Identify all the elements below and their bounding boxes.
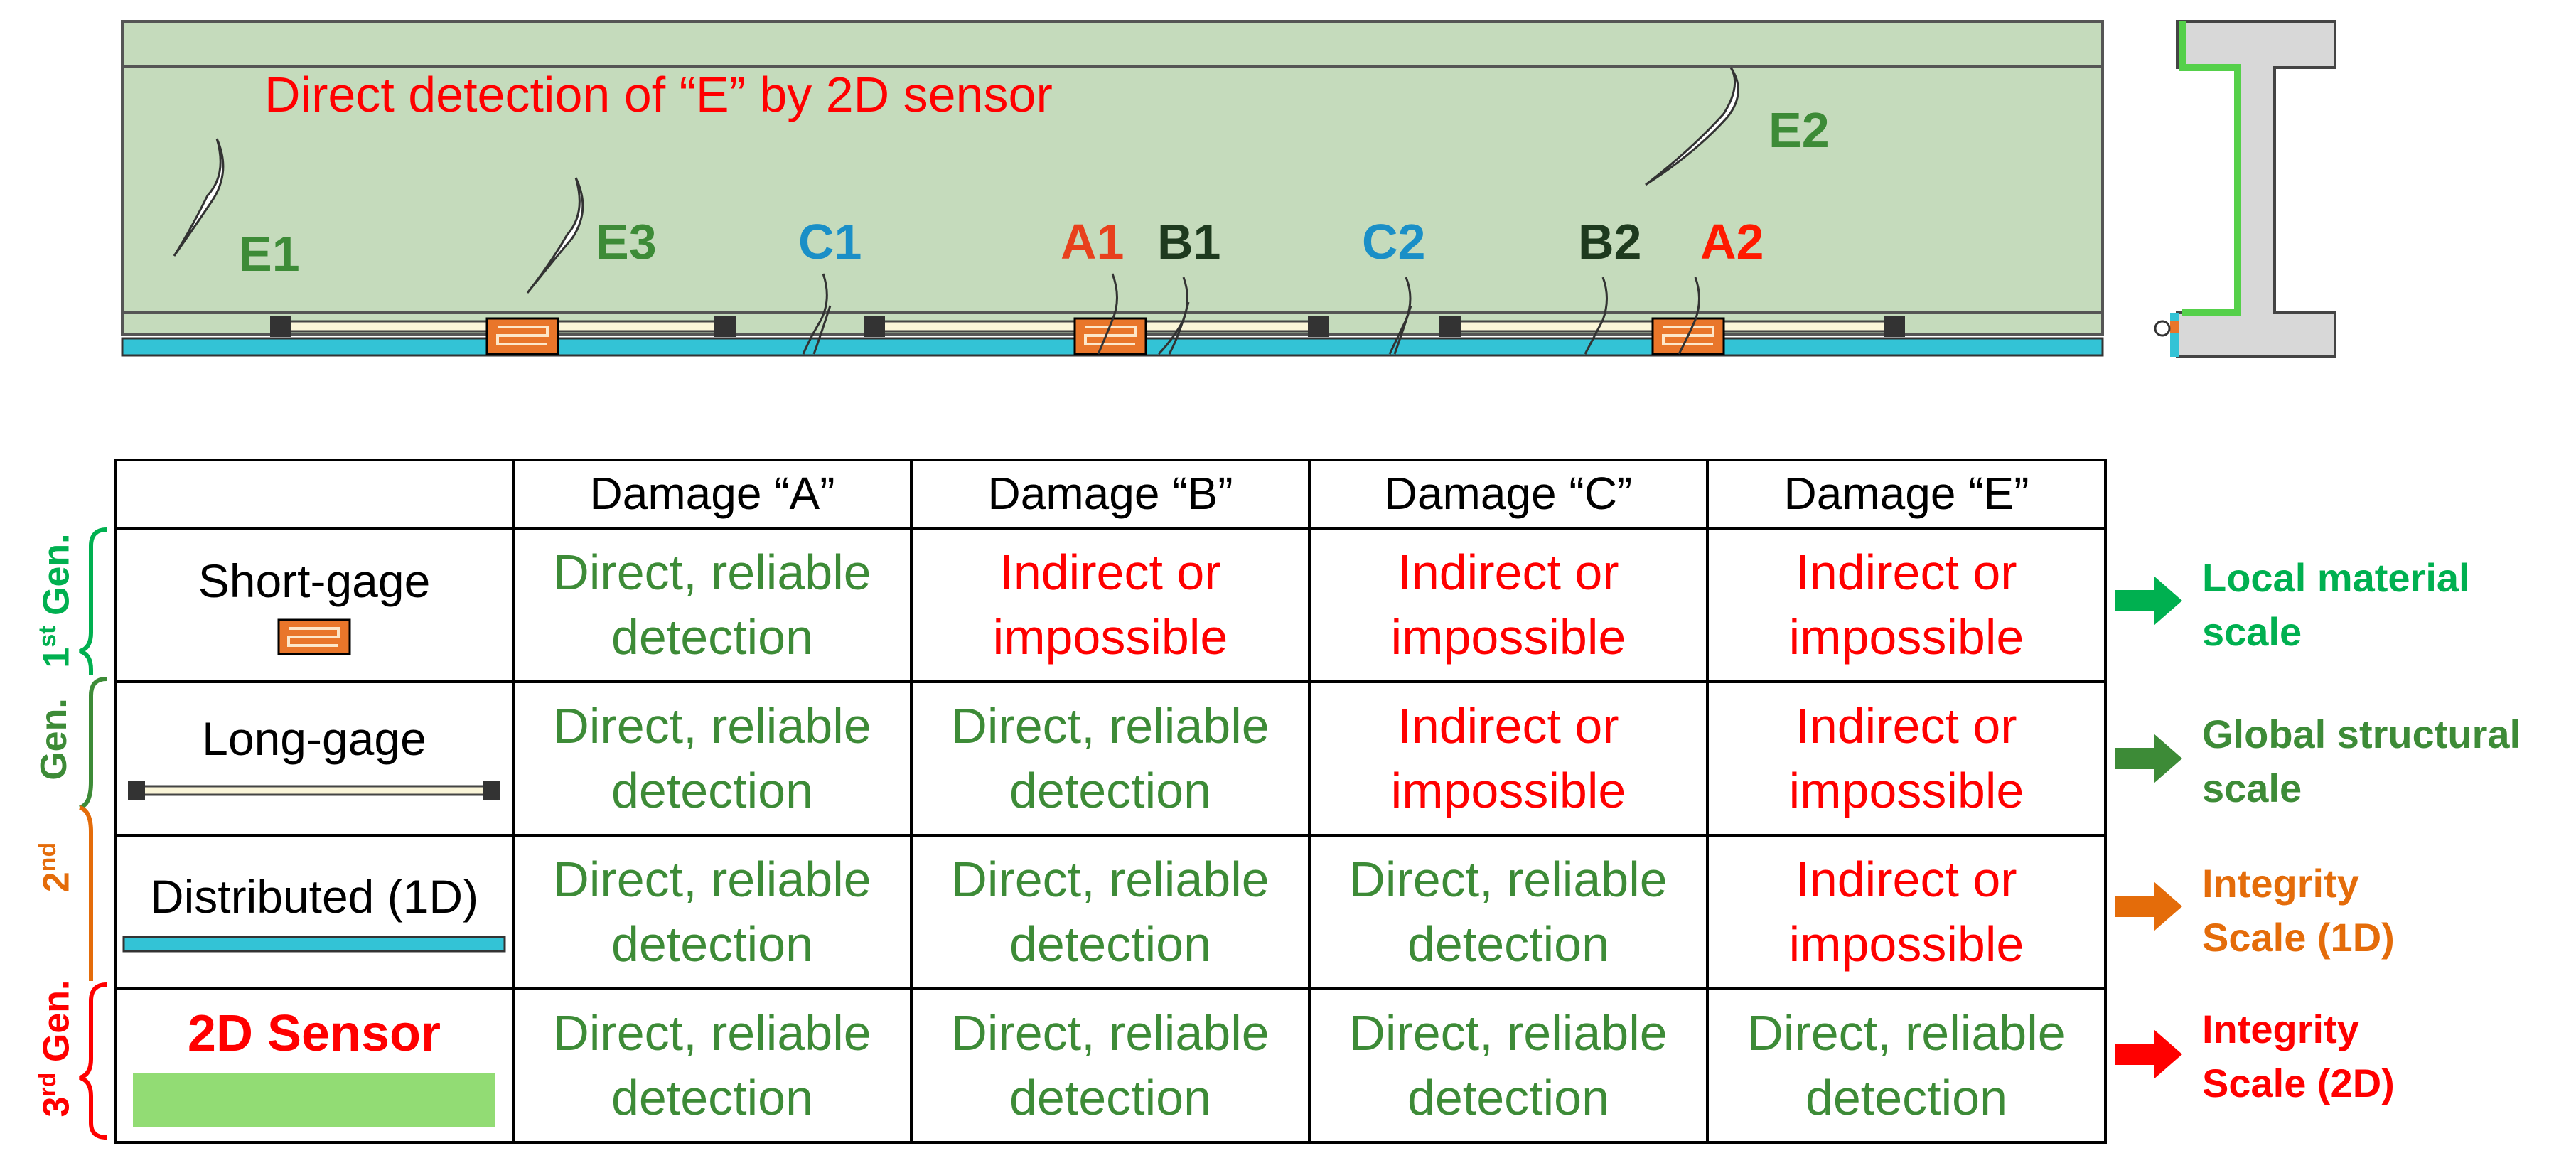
beam-cross-section [2154, 20, 2336, 358]
damage-label-c2: C2 [1362, 214, 1426, 269]
gen-label-1st: 1st Gen. [34, 533, 77, 668]
brace-2nd-gen-a [78, 677, 107, 810]
damage-label-e2: E2 [1769, 102, 1830, 158]
gen-label-3rd: 3rd Gen. [34, 980, 77, 1118]
damage-label-a1: A1 [1061, 214, 1125, 269]
sensor-name: Distributed (1D) [149, 870, 479, 923]
gen-label-2nd-a: Gen. [33, 698, 75, 781]
short-gage-icon [277, 618, 351, 655]
sensor-cell-long-gage: Long-gage [114, 680, 515, 837]
damage-label-a2: A2 [1700, 214, 1764, 269]
damage-label-b1: B1 [1157, 214, 1221, 269]
short-gage-sensor [485, 317, 559, 355]
brace-2nd-gen-b [78, 805, 93, 981]
brace-1st-gen [79, 527, 107, 675]
gen-label-2nd-b: 2nd [34, 842, 77, 893]
table-header-row: Damage “A” Damage “B” Damage “C” Damage … [114, 459, 2107, 530]
damage-label-e1: E1 [239, 226, 300, 282]
generation-braces [78, 527, 107, 1140]
damage-label-c1: C1 [798, 214, 862, 269]
long-gage-icon [128, 780, 500, 800]
brace-3rd-gen [79, 982, 107, 1140]
sensor-name: Short-gage [198, 554, 431, 608]
beam-title: Direct detection of “E” by 2D sensor [264, 67, 1053, 122]
distributed-sensor-icon [122, 936, 506, 953]
beam-elevation-diagram [121, 20, 2336, 358]
sensor-name: Long-gage [202, 712, 426, 766]
arrow-right-icon [2115, 1029, 2182, 1079]
sensor-cell-short-gage: Short-gage [114, 527, 515, 683]
header-damage-b: Damage “B” [910, 459, 1311, 530]
beam-web [121, 20, 2104, 336]
sensor-name: 2D Sensor [187, 1004, 441, 1062]
damage-label-b2: B2 [1578, 214, 1642, 269]
header-damage-c: Damage “C” [1308, 459, 1709, 530]
detection-matrix-table: Damage “A” Damage “B” Damage “C” Damage … [114, 459, 2107, 1144]
arrow-right-icon [2115, 734, 2182, 783]
sensor-cell-distributed: Distributed (1D) [114, 834, 515, 990]
damage-label-e3: E3 [596, 214, 657, 269]
header-empty [114, 459, 515, 530]
sensor-cell-2d: 2D Sensor [114, 987, 515, 1144]
arrow-right-icon [2115, 576, 2182, 626]
header-damage-a: Damage “A” [512, 459, 913, 530]
header-damage-e: Damage “E” [1706, 459, 2107, 530]
2d-sensor-icon [133, 1073, 495, 1127]
crack-lines [173, 67, 1739, 355]
arrow-right-icon [2115, 881, 2182, 931]
